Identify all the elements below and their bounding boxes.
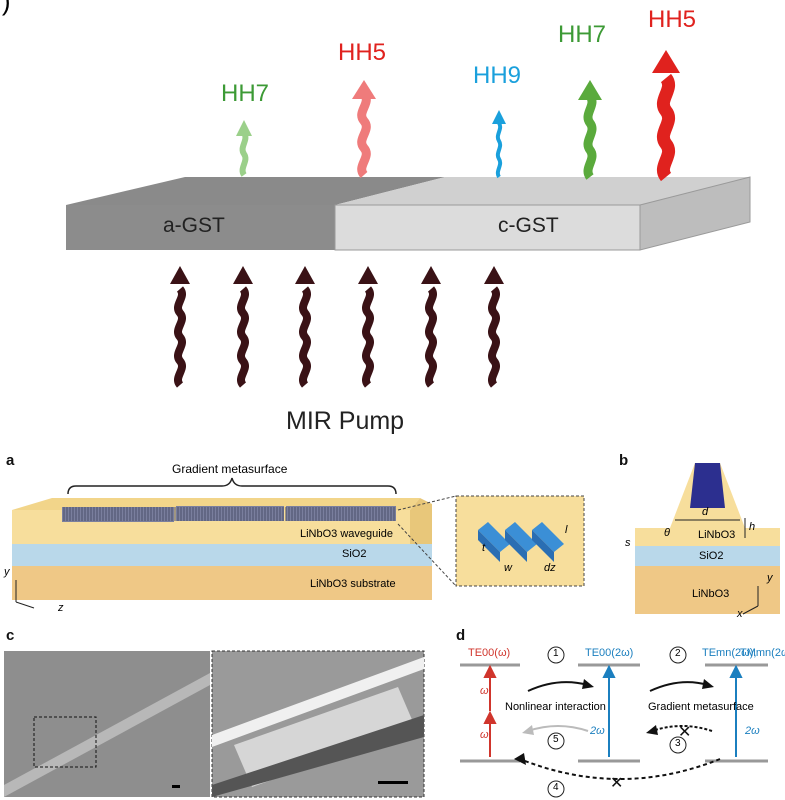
tm-mn-label: TMmn(2ω)	[740, 647, 785, 659]
slab-top-left	[66, 177, 445, 205]
harmonic-label-hh7-right: HH7	[558, 21, 607, 48]
panel-d-drawing: ✕ ✕	[460, 646, 768, 798]
pump-arrow-6	[492, 289, 496, 385]
pump-arrow-3	[303, 289, 307, 385]
te-mn-label: TEmn(2ω),	[702, 647, 757, 659]
dim-dz: dz	[544, 562, 556, 574]
panel-a-substrate-label: LiNbO3 substrate	[310, 578, 396, 590]
harmonic-label-hh5-right: HH5	[648, 6, 697, 33]
panel-c: c	[0, 625, 430, 800]
pump-label: MIR Pump	[286, 407, 405, 435]
panel-b-label: b	[619, 452, 629, 469]
panel-a-drawing	[12, 477, 585, 609]
pump-arrow-4	[366, 289, 370, 385]
panel-a-axis-y: y	[4, 566, 10, 578]
harmonic-label-hh9: HH9	[473, 62, 522, 89]
inset-box	[455, 495, 585, 587]
step-4: 4	[553, 782, 559, 793]
panel-a-oxide-label: SiO2	[342, 548, 367, 560]
slab-front-right	[334, 204, 641, 251]
b-substrate	[635, 566, 780, 614]
harmonic-label-hh7-left: HH7	[221, 80, 270, 107]
panel-d-label: d	[456, 627, 466, 644]
b-meta	[690, 463, 725, 508]
b-s: s	[625, 537, 631, 549]
pump-arrow-2	[241, 289, 245, 385]
step-1: 1	[553, 648, 559, 659]
slab-top-right	[335, 177, 750, 205]
substrate-layer	[12, 566, 432, 600]
b-core: LiNbO3	[698, 529, 736, 541]
svg-text:✕: ✕	[610, 775, 623, 792]
b-substrate-label: LiNbO3	[692, 588, 730, 600]
region-label-a-gst: a-GST	[163, 214, 225, 237]
b-d: d	[702, 506, 709, 518]
sem-right-grating	[234, 687, 416, 787]
step-2: 2	[675, 648, 681, 659]
svg-text:✕: ✕	[678, 724, 691, 741]
omega-2-label: ω	[480, 729, 489, 741]
panel-a-waveguide-label: LiNbO3 waveguide	[300, 528, 393, 540]
pump-arrows	[178, 289, 496, 385]
pump-arrow-1	[178, 289, 182, 385]
harmonic-arrow-hh5-right	[652, 50, 680, 182]
panel-label-f: (f)	[0, 0, 11, 16]
two-omega-arrows	[602, 664, 743, 757]
panel-c-drawing	[4, 650, 425, 798]
two-omega-b-label: 2ω	[745, 725, 760, 737]
harmonic-arrow-hh9	[492, 110, 506, 179]
gradient-brace	[67, 477, 397, 495]
panel-a-label: a	[6, 452, 15, 469]
panel-b-drawing	[635, 463, 780, 615]
waveguide-side	[410, 498, 432, 544]
b-axis-x: x	[737, 608, 743, 620]
omega-arrows	[483, 664, 497, 757]
step-5: 5	[553, 734, 559, 745]
panel-a-title: Gradient metasurface	[172, 462, 288, 476]
te00-2w-label: TE00(2ω)	[585, 647, 634, 659]
two-omega-a-label: 2ω	[590, 725, 605, 737]
b-slab	[635, 528, 780, 546]
b-axis-y: y	[767, 572, 773, 584]
top-panel-drawing	[66, 50, 751, 445]
pump-arrow-5	[429, 289, 433, 385]
panel-a-axis-z: z	[58, 602, 64, 614]
te00-w-label: TE00(ω)	[468, 647, 511, 659]
omega-1-label: ω	[480, 685, 489, 697]
b-oxide	[635, 546, 780, 566]
slab-front-left	[66, 205, 335, 250]
sem-left-waveguide	[4, 673, 210, 797]
slab-side	[639, 176, 751, 251]
sem-right-shadow	[212, 715, 424, 797]
gradient-label: Gradient metasurface	[648, 701, 754, 713]
harmonic-arrow-hh5-left	[352, 80, 376, 178]
harmonic-label-hh5-left: HH5	[338, 39, 387, 66]
panel-c-label: c	[6, 627, 15, 644]
harmonic-arrow-hh7-right	[578, 80, 602, 180]
pump-arrow-heads	[170, 266, 504, 284]
dim-w: w	[504, 562, 512, 574]
dim-t: t	[482, 542, 486, 554]
panel-a: a Gradient met	[0, 448, 610, 620]
panel-b: b d h s θ LiNbO3 SiO2 LiNbO3 y x	[615, 448, 785, 620]
inset-bars	[478, 522, 564, 552]
sem-right-waveguide	[212, 657, 424, 747]
dim-l: l	[565, 524, 568, 536]
panel-d: d ✕ ✕	[450, 625, 785, 800]
harmonic-arrow-hh7-left	[236, 120, 252, 177]
b-theta: θ	[664, 527, 670, 539]
step-3: 3	[675, 738, 681, 749]
b-oxide-label: SiO2	[699, 550, 724, 562]
b-h: h	[749, 521, 756, 533]
top-panel: (f) HH7 HH5 HH9 HH7 HH5 a-GST c-GST MIR …	[0, 0, 751, 445]
oxide-layer	[12, 544, 432, 566]
metasurface-lines	[63, 507, 395, 521]
region-label-c-gst: c-GST	[498, 214, 559, 237]
nonlinear-label: Nonlinear interaction	[505, 701, 606, 713]
